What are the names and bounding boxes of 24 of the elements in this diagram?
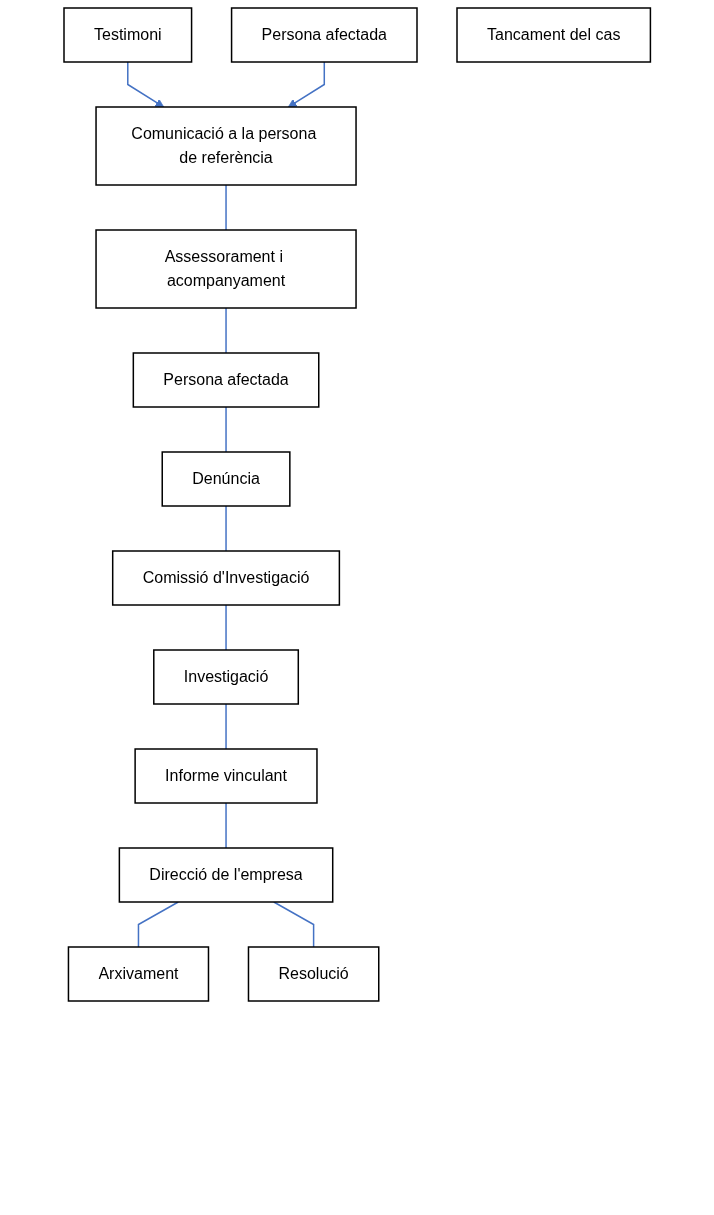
- connector: [225, 703, 227, 750]
- node-box: Persona afectada: [132, 352, 320, 408]
- node-box: Investigació: [152, 649, 299, 705]
- connector: [225, 604, 227, 651]
- node-box: Informe vinculant: [134, 748, 318, 804]
- connector: [225, 505, 227, 552]
- node-box: Assessorament i acompanyament: [95, 229, 357, 309]
- node-box: Comunicació a la persona de referència: [95, 106, 357, 186]
- connector: [272, 901, 315, 948]
- node-box: Arxivament: [67, 946, 210, 1002]
- node-box: Testimoni: [63, 7, 193, 63]
- connector: [225, 406, 227, 453]
- connector: [225, 802, 227, 849]
- connector: [225, 184, 227, 231]
- connector: [137, 901, 179, 948]
- arrow: [126, 61, 164, 108]
- node-box: Persona afectada: [230, 7, 418, 63]
- node-box: Comissió d'Investigació: [111, 550, 340, 606]
- node-box: Resolució: [247, 946, 380, 1002]
- node-box: Tancament del cas: [456, 7, 651, 63]
- node-box: Direcció de l'empresa: [118, 847, 334, 903]
- arrow: [287, 61, 325, 108]
- connector: [225, 307, 227, 354]
- node-box: Denúncia: [161, 451, 291, 507]
